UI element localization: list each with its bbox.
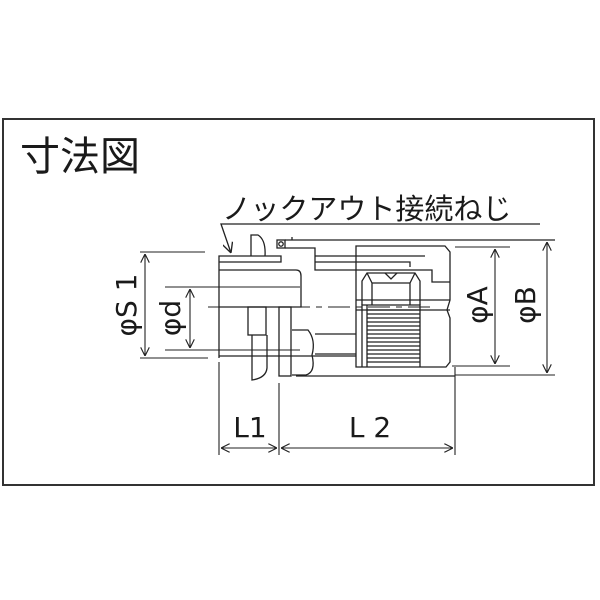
drawing-title: 寸法図 — [20, 134, 140, 180]
dim-phi-s1: φS 1 — [110, 274, 143, 337]
dim-phi-b: φB — [509, 286, 542, 324]
dim-l2: L 2 — [349, 411, 391, 444]
thread-lines — [367, 309, 420, 363]
dimension-lines — [140, 239, 555, 455]
part-outline — [208, 223, 555, 381]
dim-phi-d: φd — [154, 300, 187, 336]
dim-l1: L1 — [233, 411, 266, 444]
dim-phi-a: φA — [461, 286, 494, 324]
diagram-frame — [2, 118, 595, 486]
knockout-thread-label: ノックアウト接続ねじ — [222, 192, 511, 226]
leader-arrow — [220, 223, 540, 253]
